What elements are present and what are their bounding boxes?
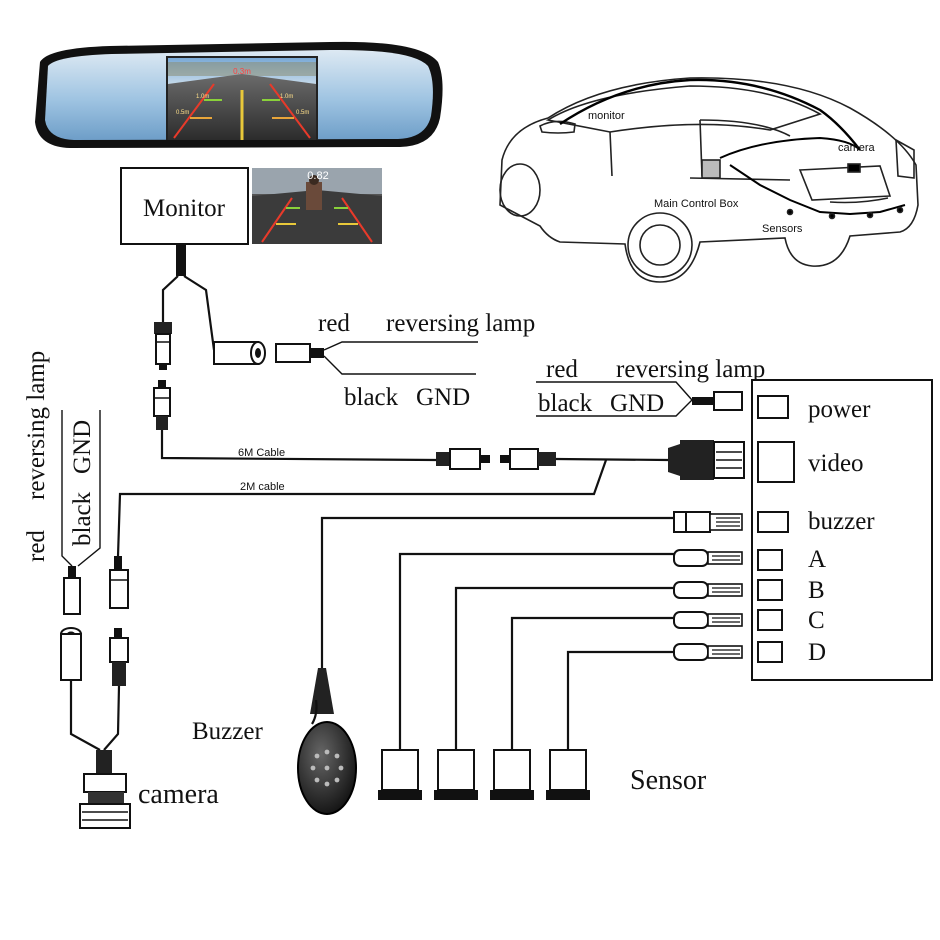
control-power-red-label: red: [546, 356, 578, 383]
buzzer-lead: [320, 511, 743, 668]
port-a: [757, 549, 783, 571]
control-power-red-target: reversing lamp: [616, 356, 765, 383]
cable-label-6m: 6M Cable: [238, 447, 285, 459]
monitor-power-red-target: reversing lamp: [386, 310, 535, 337]
port-d: [757, 641, 783, 663]
sensor-lead-c: [510, 611, 743, 750]
car-label-camera: camera: [838, 142, 876, 154]
port-buzzer: [757, 511, 789, 533]
control-power-black-target: GND: [610, 390, 664, 417]
monitor-power-red-label: red: [318, 310, 350, 337]
car-label-sensors: Sensors: [762, 223, 803, 235]
monitor-cable: [154, 244, 478, 375]
control-power-lead: [536, 381, 743, 417]
rca-inline-coupler-icon: [436, 448, 556, 470]
mirror-screen-readout: 0.3m: [233, 67, 251, 76]
sensor-label: Sensor: [630, 765, 707, 796]
video-cable-6m: [153, 380, 745, 480]
mirror-distance-mark: 0.5m: [176, 110, 189, 116]
power-jack-female-icon: [213, 341, 266, 365]
monitor-power-black-target: GND: [416, 384, 470, 411]
camera-power-black-label: black: [69, 491, 96, 546]
mirror-distance-mark: 1.0m: [280, 94, 293, 100]
cable-label-2m: 2M cable: [240, 481, 285, 493]
rca-connector-icon: [154, 322, 172, 370]
camera-female-jack-icon: [60, 627, 101, 751]
monitor-box: Monitor: [120, 167, 249, 245]
camera-power-red-target: reversing lamp: [23, 351, 50, 500]
buzzer-label: Buzzer: [192, 718, 263, 745]
camera-cable-2m: [116, 459, 608, 557]
camera-power-red-label: red: [23, 530, 50, 562]
port-label-power: power: [808, 396, 871, 423]
main-control-box: [751, 379, 933, 681]
sensor-icon: [490, 749, 534, 800]
rearview-mirror: 0.3m 0.5m 1.0m 0.5m 1.0m: [35, 41, 443, 149]
control-power-black-label: black: [538, 390, 593, 417]
monitor-preview-readout: 0.82: [307, 170, 328, 182]
mirror-distance-mark: 1.0m: [196, 94, 209, 100]
camera-icon: [79, 750, 131, 829]
monitor-box-label: Monitor: [143, 195, 226, 222]
mirror-screen: 0.3m 0.5m 1.0m 0.5m 1.0m: [166, 56, 318, 140]
sensor-lead-d: [566, 643, 743, 750]
car-illustration: [499, 77, 919, 283]
port-power: [757, 395, 789, 419]
camera-label: camera: [138, 779, 219, 810]
camera-rca-plug-icon: [103, 628, 129, 751]
port-label-video: video: [808, 450, 864, 477]
port-label-b: B: [808, 577, 825, 604]
sensor-icon: [378, 749, 422, 800]
car-label-monitor: monitor: [588, 110, 625, 122]
power-jack-male-icon: [275, 343, 324, 363]
car-label-main-control-box: Main Control Box: [654, 198, 739, 210]
sensor-lead-a: [398, 549, 743, 750]
buzzer-icon: [297, 668, 357, 815]
rca-connector-icon: [153, 380, 171, 430]
port-label-a: A: [808, 546, 826, 573]
video-harness-connector-icon: [668, 440, 745, 480]
port-c: [757, 609, 783, 631]
sensor-icon: [434, 749, 478, 800]
port-video: [757, 441, 795, 483]
port-label-c: C: [808, 607, 825, 634]
camera-video-connector-icon: [109, 556, 129, 609]
sensor-lead-b: [454, 581, 743, 750]
monitor-power-black-label: black: [344, 384, 399, 411]
sensor-icon: [546, 749, 590, 800]
camera-power-lead: [61, 410, 101, 615]
camera-power-black-target: GND: [69, 420, 96, 474]
monitor-preview-image: 0.82: [252, 168, 382, 244]
port-b: [757, 579, 783, 601]
mirror-distance-mark: 0.5m: [296, 110, 309, 116]
port-label-buzzer: buzzer: [808, 508, 875, 535]
port-label-d: D: [808, 639, 826, 666]
